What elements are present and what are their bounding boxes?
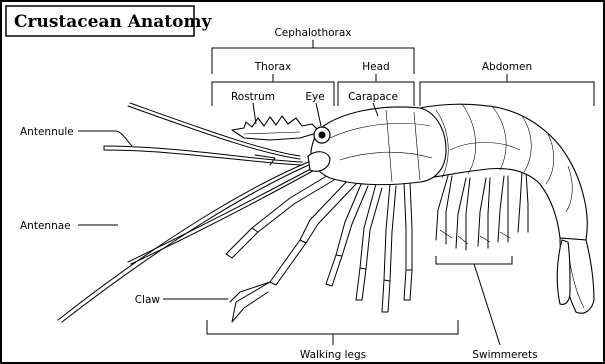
thorax-label: Thorax (254, 61, 291, 73)
title-box: Crustacean Anatomy (6, 6, 212, 36)
claw-label: Claw (135, 294, 161, 306)
cephalothorax-label: Cephalothorax (274, 27, 351, 39)
tail-fan-drawing (557, 238, 594, 313)
swimmerets-label: Swimmerets (472, 349, 537, 361)
diagram-title: Crustacean Anatomy (14, 12, 212, 32)
carapace-label: Carapace (348, 91, 398, 103)
abdomen-label: Abdomen (482, 61, 532, 73)
eye-label: Eye (305, 91, 324, 103)
walking-legs-label: Walking legs (300, 349, 366, 361)
antennae-label: Antennae (20, 220, 71, 232)
head-label: Head (362, 61, 389, 73)
eye-drawing (314, 127, 330, 143)
rostrum-label: Rostrum (231, 91, 275, 103)
antennule-label: Antennule (20, 126, 74, 138)
